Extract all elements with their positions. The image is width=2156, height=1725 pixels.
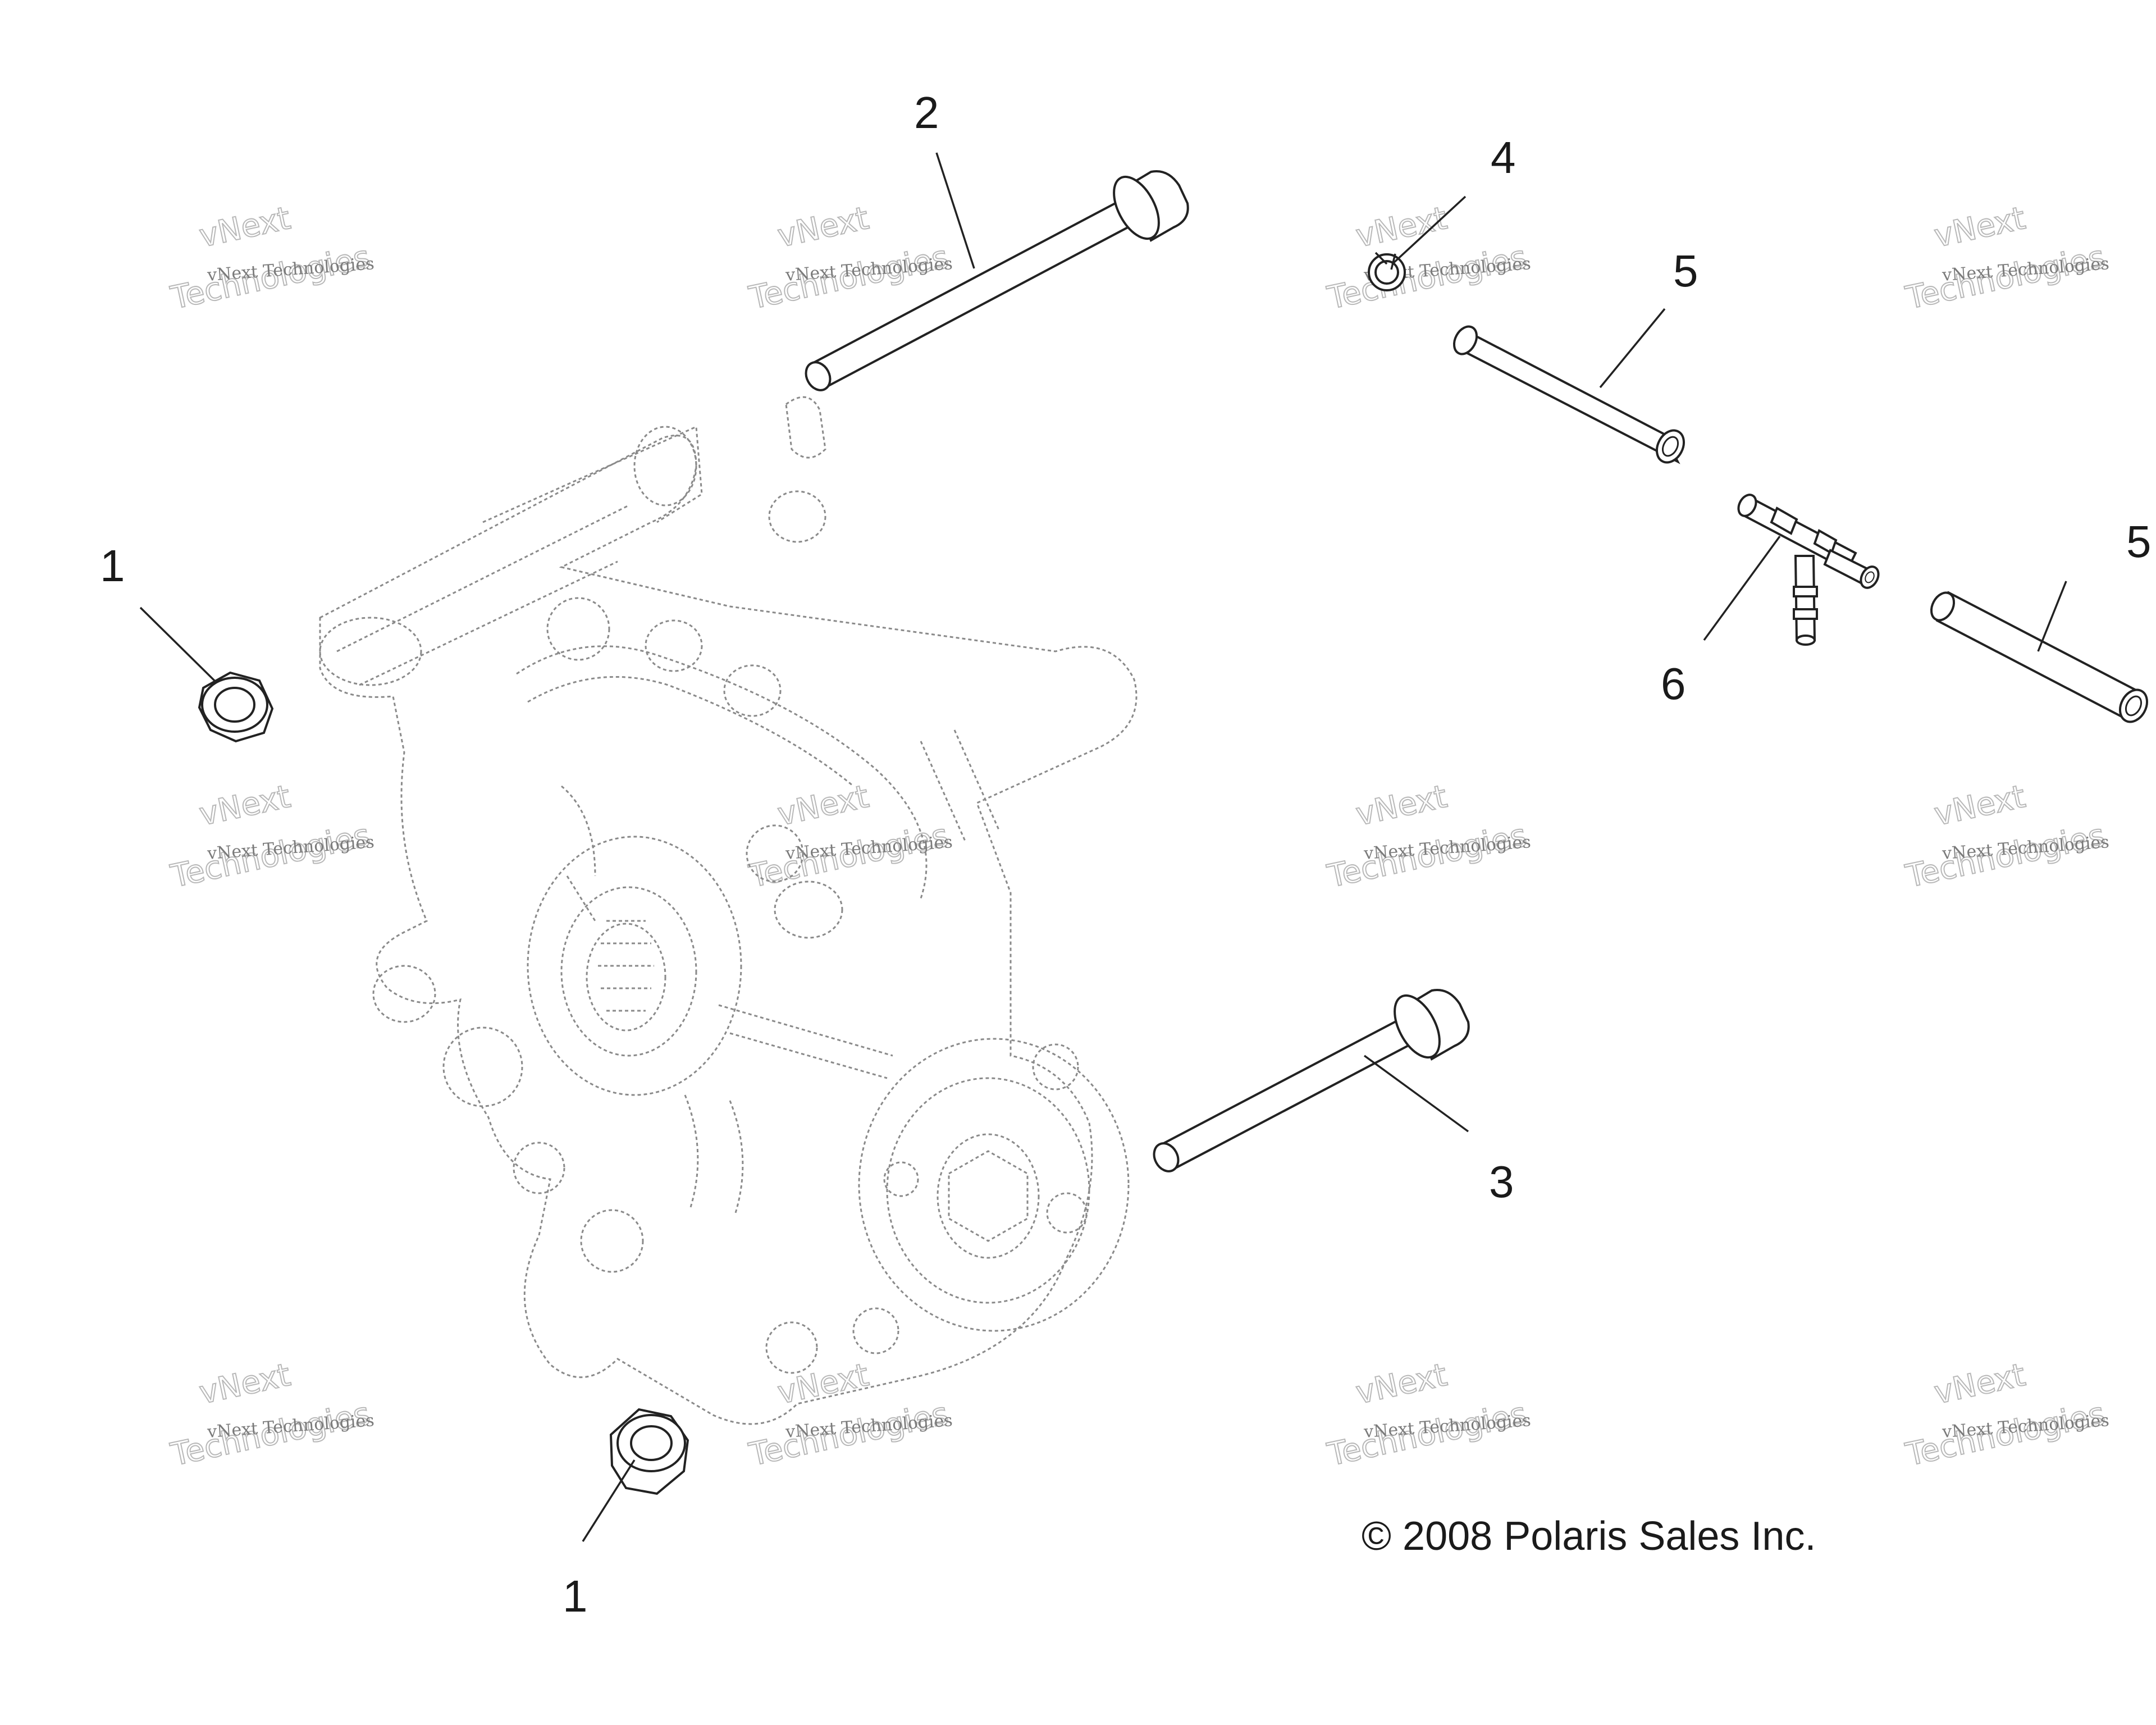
- svg-text:vNext: vNext: [196, 200, 294, 255]
- svg-text:vNext: vNext: [196, 778, 294, 833]
- copyright-notice: © 2008 Polaris Sales Inc.: [1362, 1514, 1816, 1559]
- svg-text:vNext: vNext: [774, 1357, 872, 1412]
- svg-text:vNext: vNext: [774, 778, 872, 833]
- svg-text:vNext: vNext: [1353, 200, 1450, 255]
- callout-4: 4: [1491, 133, 1516, 182]
- svg-text:vNext: vNext: [1931, 200, 2029, 255]
- hose-5-right: [1930, 591, 2148, 723]
- gearcase-housing: [319, 396, 1138, 1425]
- clamp-4: [1368, 252, 1406, 291]
- callout-1-left: 1: [100, 541, 125, 591]
- callout-5-upper: 5: [1673, 246, 1698, 296]
- callout-1-bottom: 1: [563, 1571, 588, 1621]
- svg-text:vNext: vNext: [1931, 1357, 2029, 1412]
- nut-1-left: [198, 671, 274, 743]
- svg-text:vNext: vNext: [1353, 778, 1450, 833]
- bolt-3: [1153, 989, 1470, 1172]
- tee-fitting-6: [1737, 494, 1880, 646]
- svg-text:vNext: vNext: [1353, 1357, 1450, 1412]
- leader-lines: [139, 152, 2067, 1542]
- nut-1-bottom: [609, 1408, 689, 1495]
- callout-3: 3: [1489, 1157, 1514, 1207]
- svg-text:vNext: vNext: [774, 200, 872, 255]
- svg-text:vNext: vNext: [196, 1357, 294, 1412]
- hose-5-upper: [1452, 325, 1685, 464]
- bolt-2: [805, 170, 1189, 391]
- svg-text:vNext: vNext: [1931, 778, 2029, 833]
- callout-6: 6: [1661, 659, 1686, 709]
- callout-2: 2: [914, 88, 939, 138]
- callout-5-right: 5: [2126, 517, 2152, 567]
